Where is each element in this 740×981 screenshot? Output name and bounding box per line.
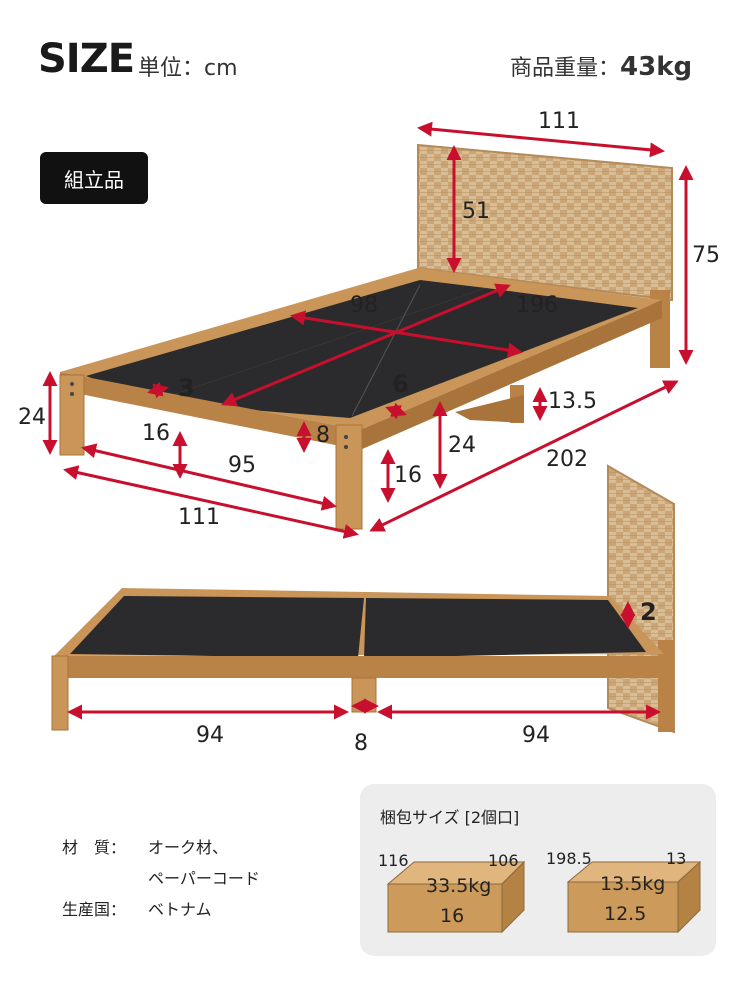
unit-label: 単位：cm (138, 56, 238, 81)
dim-total-length: 202 (546, 447, 588, 472)
dimension-arrows-side (67, 601, 661, 720)
package-box-1: 116 106 33.5kg 16 (378, 851, 526, 934)
leg-front-left (59, 374, 85, 456)
bed-side-view (51, 464, 675, 734)
country-value: ベトナム (148, 900, 212, 919)
material-value: オーク材、 (148, 838, 229, 857)
dim-mattress-width: 98 (350, 293, 378, 318)
country-row: 生産国： ベトナム (62, 894, 260, 925)
dimension-labels-side: 94 8 94 2 (196, 598, 657, 756)
packaging-title: 梱包サイズ [2個口] (380, 808, 520, 827)
box1-length: 116 (378, 851, 409, 870)
box1-weight: 33.5kg (426, 875, 491, 897)
materials-info: 材 質： オーク材、 ペーパーコード 生産国： ベトナム (62, 832, 260, 925)
dim-inner-width: 95 (228, 453, 256, 478)
dim-center-leg: 8 (354, 731, 368, 756)
side-board-left (70, 596, 364, 658)
material-row: 材 質： オーク材、 (62, 832, 260, 863)
box2-length: 198.5 (546, 849, 592, 868)
dim-mid-leg-height: 24 (448, 433, 476, 458)
side-board-right (364, 598, 646, 658)
dim-headboard-width: 111 (538, 109, 580, 134)
material-key: 材 質： (62, 838, 127, 857)
package-box-2: 198.5 13 13.5kg 12.5 (546, 849, 702, 934)
country-key: 生産国： (62, 900, 127, 919)
product-weight: 商品重量：43kg (510, 50, 692, 82)
front-rail (60, 372, 360, 450)
box2-width: 13 (666, 849, 686, 868)
dimension-arrows-top (42, 121, 694, 539)
page-title: SIZE (38, 36, 135, 82)
dim-mattress-length: 196 (516, 293, 558, 318)
dim-rail-height-front: 24 (18, 405, 46, 430)
assembled-badge: 組立品 (40, 152, 148, 204)
material-row: ペーパーコード (62, 863, 260, 894)
dim-total-height: 75 (692, 243, 720, 268)
weight-value: 43kg (620, 52, 693, 82)
box2-weight: 13.5kg (600, 873, 665, 895)
material-value: ペーパーコード (148, 869, 260, 888)
side-leg-left (51, 655, 69, 731)
dimension-labels-top: 111 51 75 98 196 3 6 13.5 24 24 16 8 95 … (18, 109, 720, 530)
box1-width: 106 (488, 851, 519, 870)
dim-total-width: 111 (178, 505, 220, 530)
dim-left-span: 94 (196, 723, 224, 748)
box1-height: 16 (440, 905, 464, 927)
dim-leg-width: 16 (142, 421, 170, 446)
dim-side-rail: 6 (392, 370, 409, 398)
dim-leg-clearance-front: 16 (394, 463, 422, 488)
dim-frame-thickness: 3 (178, 374, 195, 402)
dim-right-span: 94 (522, 723, 550, 748)
weight-label: 商品重量： (510, 56, 621, 81)
dim-headboard-panel: 51 (462, 199, 490, 224)
headboard (417, 143, 673, 302)
dim-rail-bottom: 8 (316, 423, 330, 448)
dim-leg-clearance-mid: 13.5 (548, 389, 597, 414)
box2-height: 12.5 (604, 903, 646, 925)
dim-headboard-gap: 2 (640, 598, 657, 626)
side-rail-front (52, 656, 664, 678)
